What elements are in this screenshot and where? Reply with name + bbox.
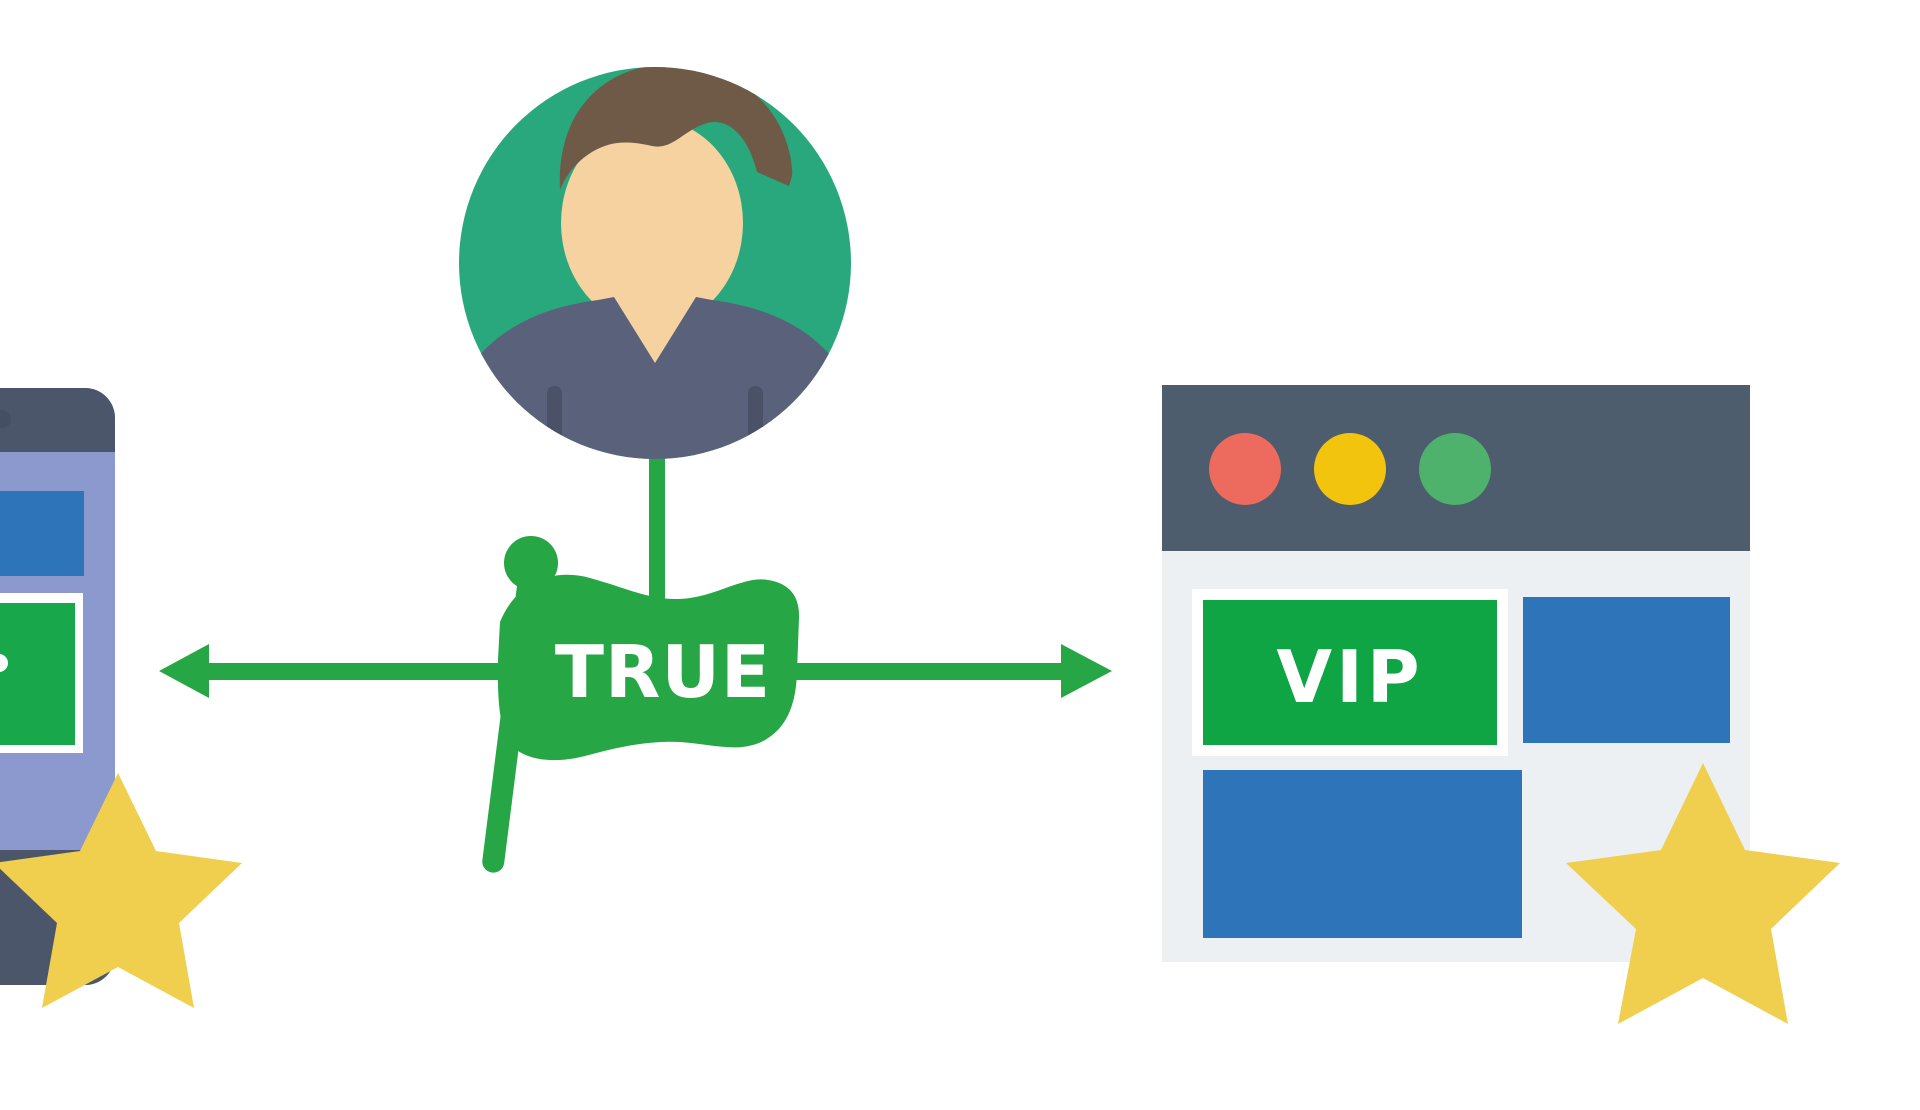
browser-star-icon — [1566, 763, 1840, 1024]
right-arrow — [795, 644, 1112, 698]
flag-banner — [497, 574, 800, 761]
flag-label: TRUE — [555, 630, 771, 714]
left-arrowhead-icon — [159, 644, 209, 698]
avatar-flag-connector — [649, 440, 665, 600]
avatar-neck-skin — [596, 292, 714, 366]
titlebar-close-dot-icon — [1209, 433, 1281, 505]
user-avatar — [459, 67, 851, 459]
titlebar-minimize-dot-icon — [1314, 433, 1386, 505]
phone-star-icon — [0, 773, 242, 1008]
browser-content-block-bottom — [1203, 770, 1522, 938]
right-arrowhead-icon — [1061, 644, 1112, 698]
titlebar-maximize-dot-icon — [1419, 433, 1491, 505]
avatar-hair — [559, 67, 793, 190]
avatar-shirt-seam-right — [748, 386, 763, 440]
left-arrow — [159, 644, 534, 698]
vip-badge — [1203, 600, 1497, 745]
phone-top-bar — [0, 388, 115, 452]
right-arrow-line — [795, 663, 1067, 680]
phone-camera-icon — [0, 410, 11, 428]
avatar-shirt-seam-left — [547, 386, 562, 440]
phone-green-card — [0, 603, 75, 745]
browser-window: VIP — [1162, 385, 1840, 1024]
true-flag: TRUE — [482, 536, 800, 873]
phone-mockup — [0, 388, 242, 1008]
browser-content-block-right — [1523, 597, 1730, 743]
vip-badge-label: VIP — [1276, 635, 1423, 719]
left-arrow-line — [204, 663, 534, 680]
phone-content-block-blue — [0, 491, 84, 576]
avatar-face — [561, 119, 743, 327]
phone-card-text-remnant — [0, 654, 8, 672]
